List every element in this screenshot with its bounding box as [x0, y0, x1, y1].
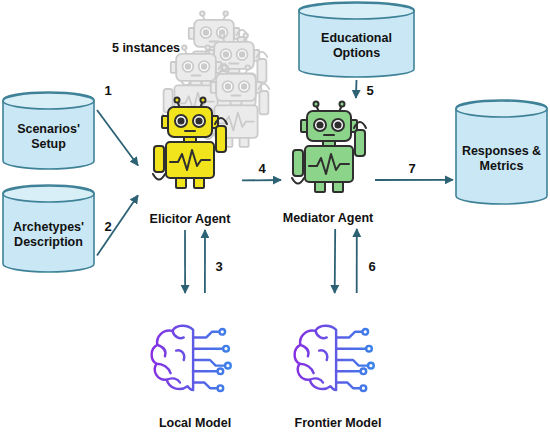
- node-label: Scenarios' Setup: [6, 122, 91, 152]
- cylinder-top: [3, 93, 94, 109]
- brain-icon: [152, 326, 231, 391]
- instance-robot: [203, 65, 270, 146]
- flow-arrow: [355, 80, 357, 98]
- brain-outline: [283, 295, 393, 432]
- model-brain: Local Model: [140, 295, 250, 432]
- step-number: 7: [408, 161, 415, 176]
- flow-arrow: [334, 229, 336, 293]
- flow-arrow: [356, 229, 358, 293]
- flow-arrow: [375, 179, 453, 181]
- node-label: Responses & Metrics: [459, 144, 544, 174]
- cylinder-top: [456, 101, 547, 117]
- cylinder-top: [299, 3, 414, 19]
- database-cylinder: Scenarios' Setup: [2, 92, 95, 170]
- database-cylinder: Archetypes' Description: [2, 185, 95, 273]
- node-texts: Educational Options: [302, 18, 411, 74]
- node-texts: Frontier Model: [258, 416, 418, 431]
- flow-arrow: [204, 230, 206, 293]
- robot-outline: [140, 92, 240, 228]
- robot-icon: [153, 98, 227, 189]
- cylinder-body: [3, 92, 94, 169]
- flow-arrow: [97, 195, 138, 255]
- node-texts: Local Model: [115, 416, 275, 431]
- node-label: Educational Options: [302, 31, 411, 61]
- node-label: Local Model: [115, 416, 275, 431]
- step-number: 3: [215, 259, 222, 274]
- node-label: Archetypes' Description: [6, 220, 91, 250]
- step-number: 6: [368, 259, 375, 274]
- brain-icon: [295, 326, 374, 391]
- flow-arrow: [97, 110, 138, 166]
- node-texts: Archetypes' Description: [6, 201, 91, 269]
- cylinder-top: [3, 186, 94, 202]
- agent-robot: Elicitor Agent: [140, 92, 240, 228]
- database-cylinder: Educational Options: [298, 2, 415, 78]
- agent-robot: Mediator Agent: [283, 100, 373, 227]
- node-label: Elicitor Agent: [115, 212, 265, 227]
- cylinder-body: [299, 2, 414, 77]
- flow-arrow: [242, 179, 281, 181]
- node-texts: Elicitor Agent: [115, 212, 265, 227]
- node-label: Mediator Agent: [258, 211, 398, 226]
- node-texts: Mediator Agent: [258, 211, 398, 226]
- robot-icon: [292, 102, 366, 193]
- database-cylinder: Responses & Metrics: [455, 100, 548, 205]
- cylinder-body: [456, 100, 547, 204]
- robot-outline: [283, 100, 373, 227]
- node-texts: Responses & Metrics: [459, 116, 544, 201]
- node-label: Frontier Model: [258, 416, 418, 431]
- step-number: 5: [366, 83, 373, 98]
- annotation: 5 instances: [112, 41, 180, 55]
- flow-arrow: [184, 230, 186, 293]
- node-texts: Scenarios' Setup: [6, 108, 91, 166]
- brain-outline: [140, 295, 250, 432]
- model-brain: Frontier Model: [283, 295, 393, 432]
- cylinder-body: [3, 185, 94, 272]
- step-number: 1: [104, 83, 111, 98]
- step-number: 2: [104, 219, 111, 234]
- step-number: 4: [258, 161, 265, 176]
